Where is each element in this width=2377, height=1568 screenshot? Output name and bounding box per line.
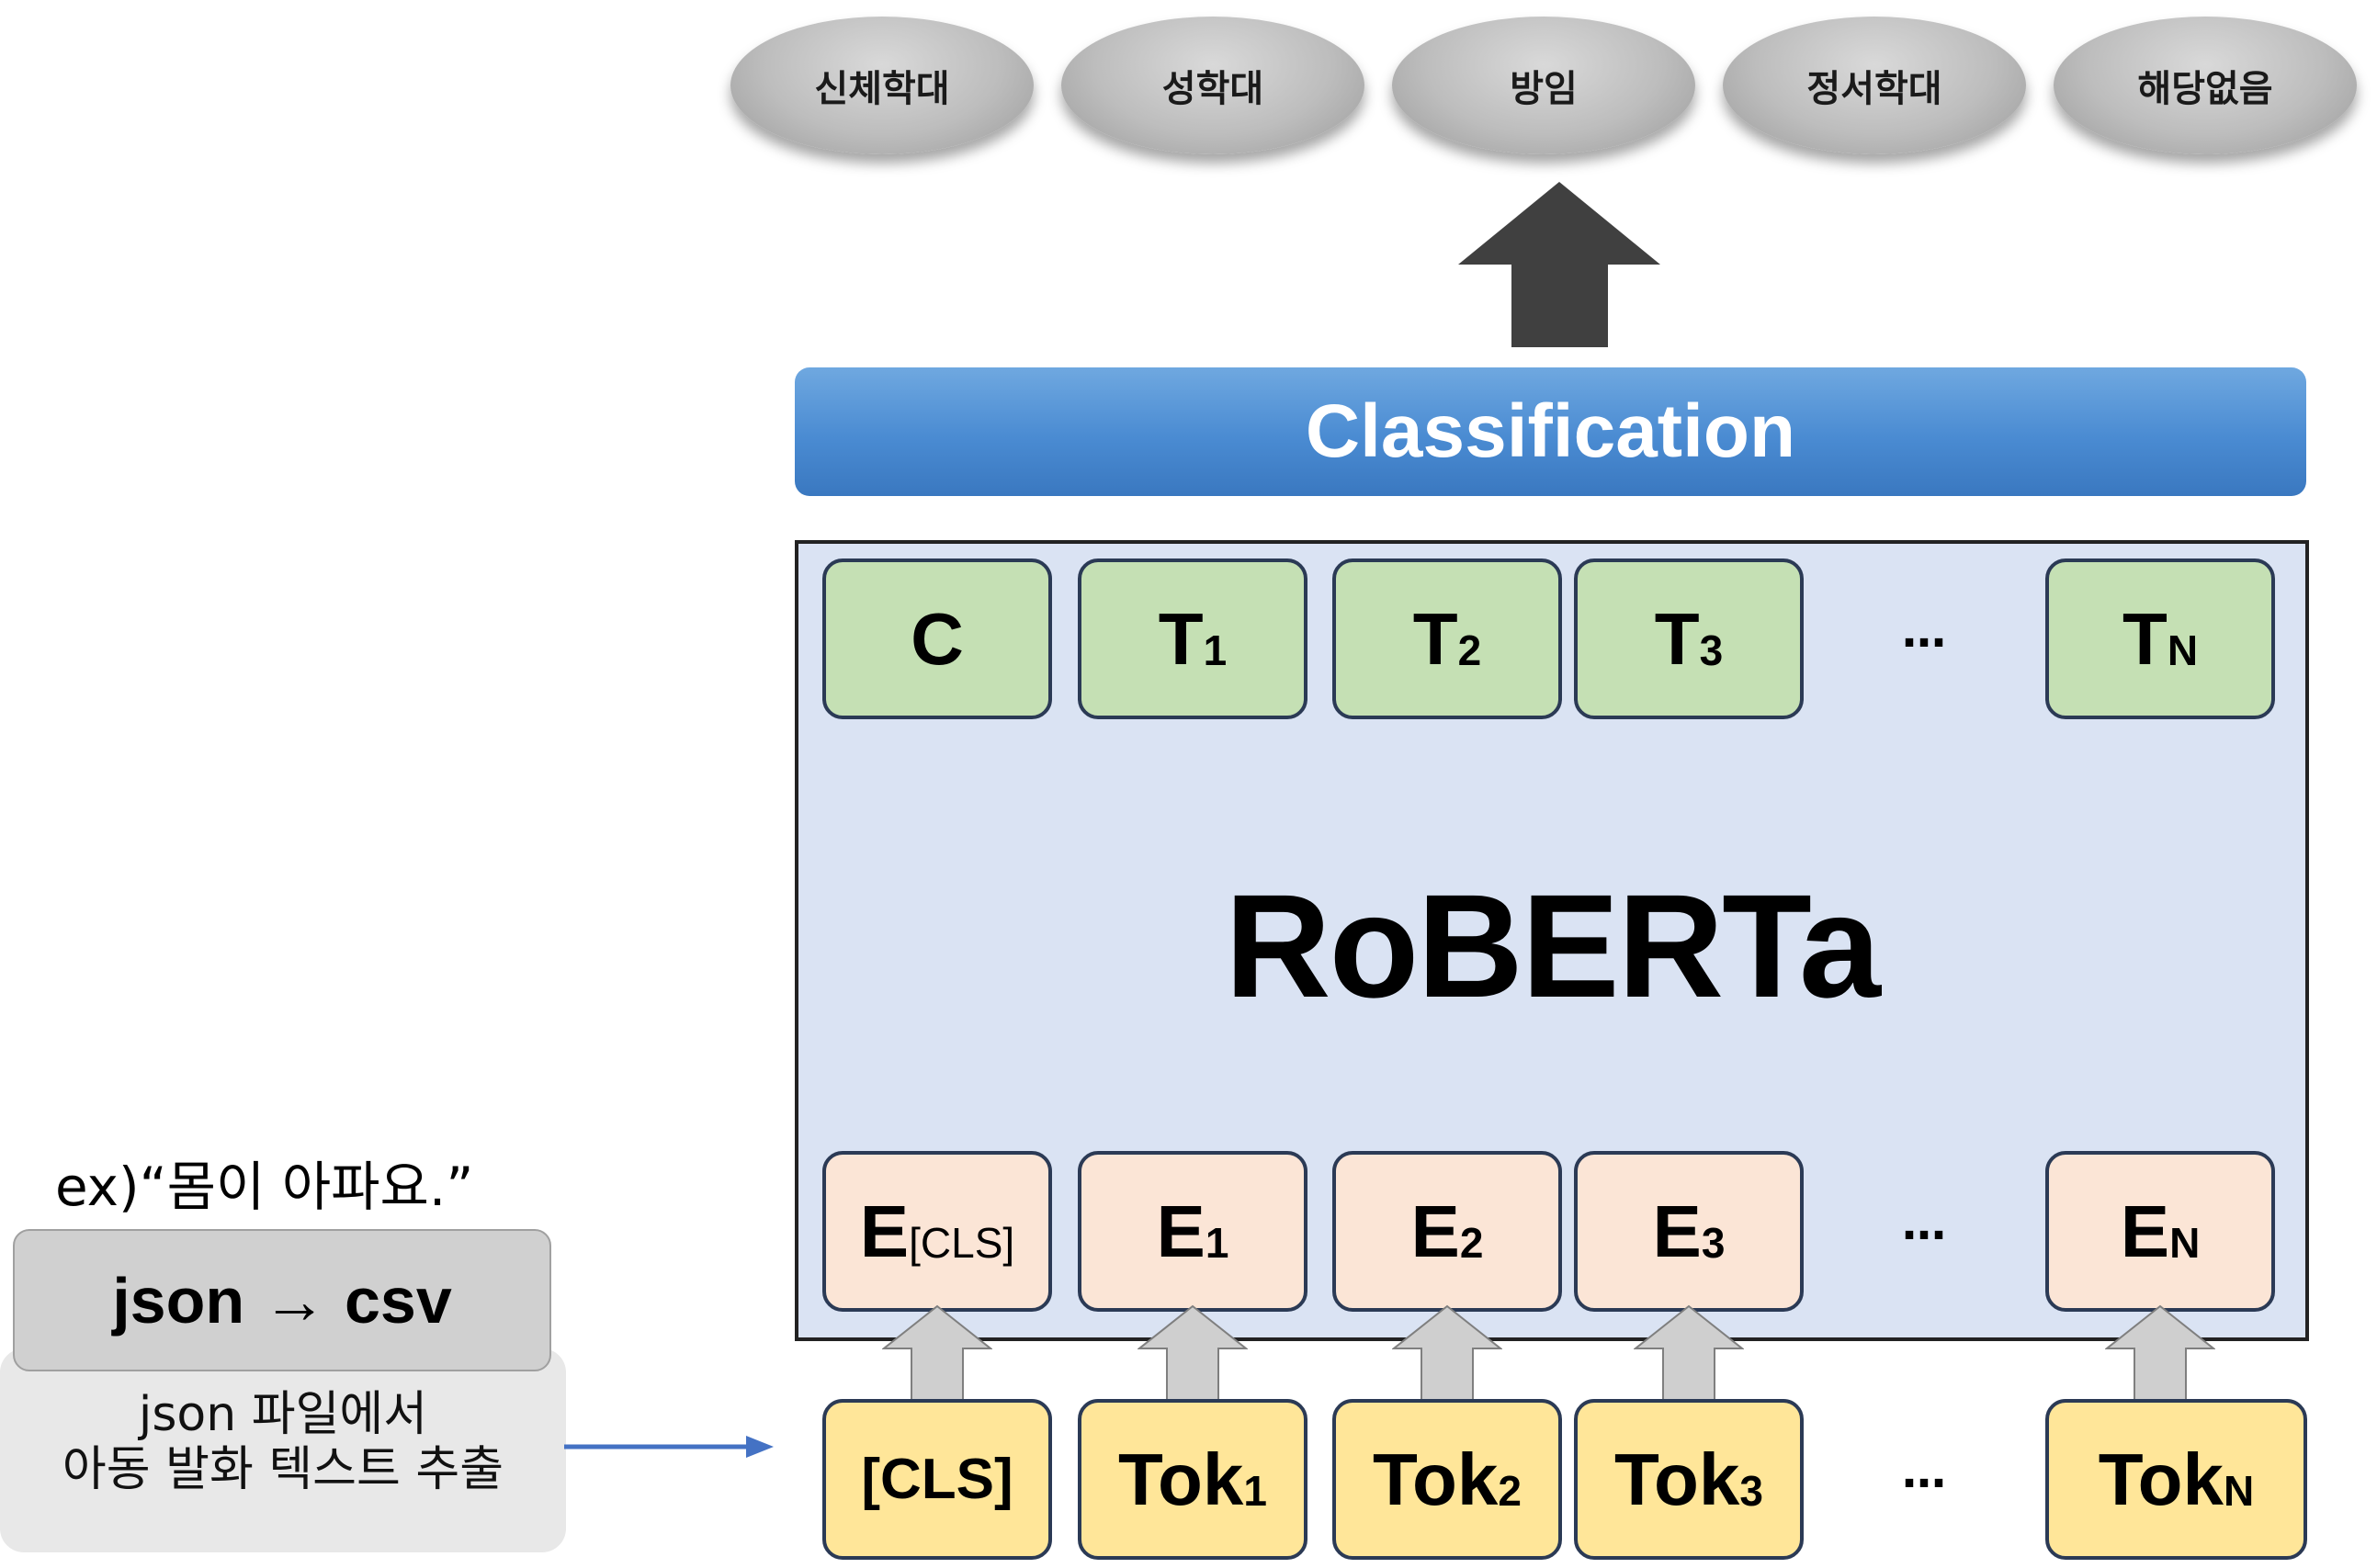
description-line-2: 아동 발화 텍스트 추출 <box>62 1442 504 1497</box>
output-arrow-icon <box>1458 182 1660 347</box>
output-class-sexual-abuse: 성학대 <box>1061 17 1364 154</box>
description-line-1: json 파일에서 <box>138 1387 428 1442</box>
input-connector-arrow-icon <box>564 1436 774 1458</box>
ellipsis-t: … <box>1902 606 1948 658</box>
preprocess-description: json 파일에서 아동 발화 텍스트 추출 <box>0 1387 566 1497</box>
preprocess-description-box <box>0 1348 566 1552</box>
model-title: RoBERTa <box>1225 863 1881 1028</box>
output-class-none: 해당없음 <box>2054 17 2357 154</box>
token-cls: [CLS] <box>822 1399 1052 1560</box>
example-utterance: ex)“몸이 아파요.” <box>55 1156 474 1218</box>
output-class-emotional-abuse: 정서학대 <box>1723 17 2026 154</box>
json-to-csv-step: json → csv <box>13 1229 551 1371</box>
embedding-cls: E[CLS] <box>822 1151 1052 1312</box>
classification-layer: Classification <box>795 367 2306 496</box>
up-arrow-icon <box>1138 1304 1248 1404</box>
ellipsis-e: … <box>1902 1199 1948 1250</box>
ellipsis-tok: … <box>1902 1447 1948 1498</box>
up-arrow-icon <box>2105 1304 2215 1404</box>
up-arrow-icon <box>1392 1304 1502 1404</box>
output-class-physical-abuse: 신체학대 <box>730 17 1034 154</box>
up-arrow-icon <box>1634 1304 1744 1404</box>
output-class-neglect: 방임 <box>1392 17 1695 154</box>
up-arrow-icon <box>882 1304 992 1404</box>
output-token-c: C <box>822 558 1052 719</box>
